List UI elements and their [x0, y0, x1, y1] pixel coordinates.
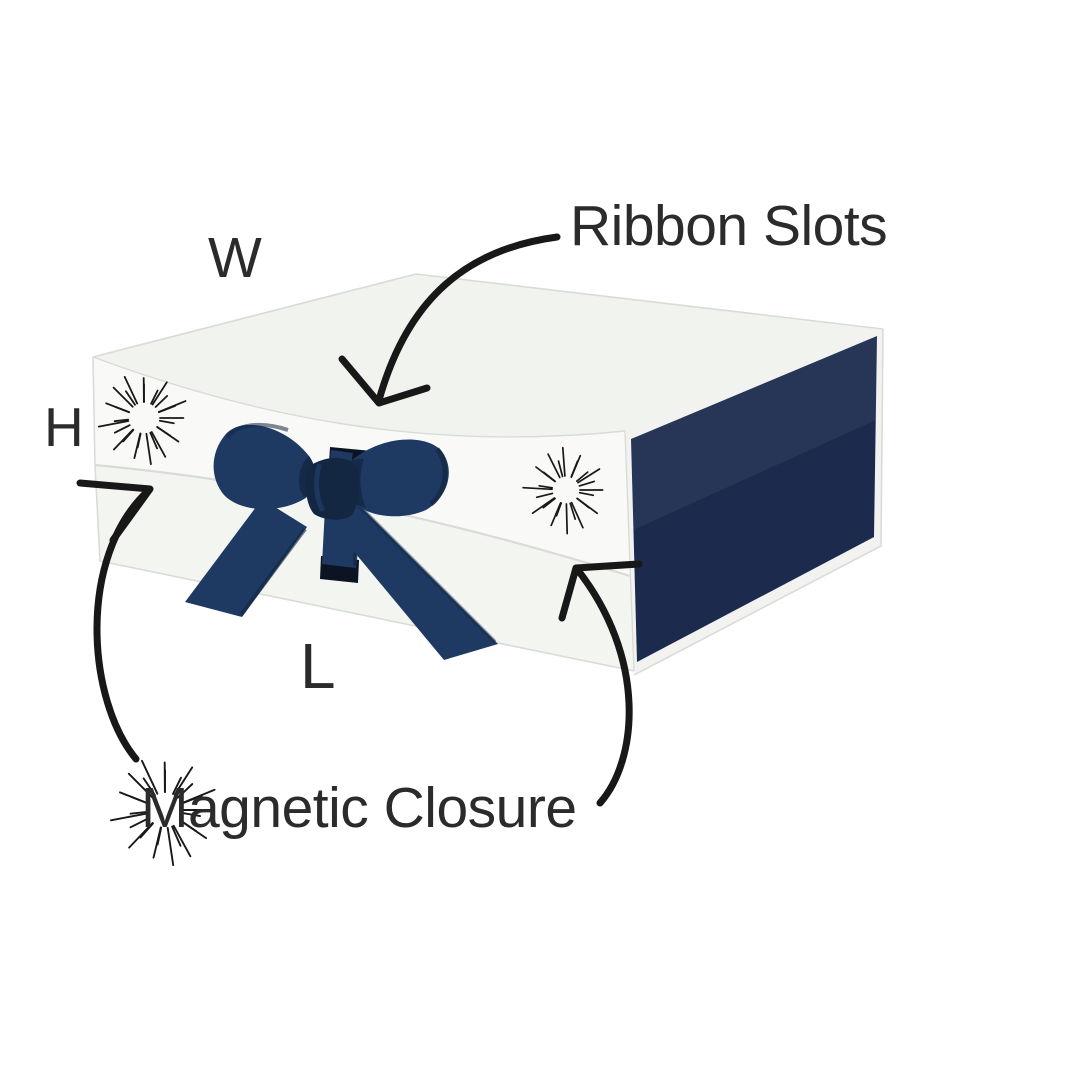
sparkle-icon — [522, 446, 604, 535]
ribbon-slots-arrow — [338, 233, 561, 407]
ribbon-tail-right — [336, 502, 498, 660]
length-label: L — [300, 630, 336, 702]
box-top-face — [93, 274, 883, 437]
box-side-navy-sheen — [631, 336, 877, 530]
ribbon-knot — [305, 457, 360, 520]
arrow-head — [558, 560, 643, 622]
arrow-head — [338, 355, 431, 407]
arrow-shaft — [573, 565, 633, 807]
width-label: W — [208, 226, 262, 290]
ribbon-slots-label: Ribbon Slots — [570, 194, 888, 258]
magnetic-closure-label: Magnetic Closure — [141, 776, 577, 840]
magnetic-closure-arrow — [558, 560, 643, 807]
box-front-base — [95, 465, 634, 671]
gift-box — [92, 273, 884, 676]
sparkle-icon — [97, 375, 187, 466]
height-label: H — [44, 396, 84, 458]
ribbon-loop-right — [346, 439, 449, 517]
arrow-shaft — [375, 233, 561, 404]
sparkle-icon — [110, 759, 216, 867]
ribbon-loop-left — [213, 424, 316, 510]
arrow-head — [76, 479, 154, 544]
annotation-arrows — [76, 233, 643, 807]
ribbon-tail-left — [185, 499, 307, 617]
ribbon-bow — [185, 422, 498, 660]
box-side-navy-panel — [631, 336, 877, 662]
height-closure-arrow — [76, 479, 154, 763]
